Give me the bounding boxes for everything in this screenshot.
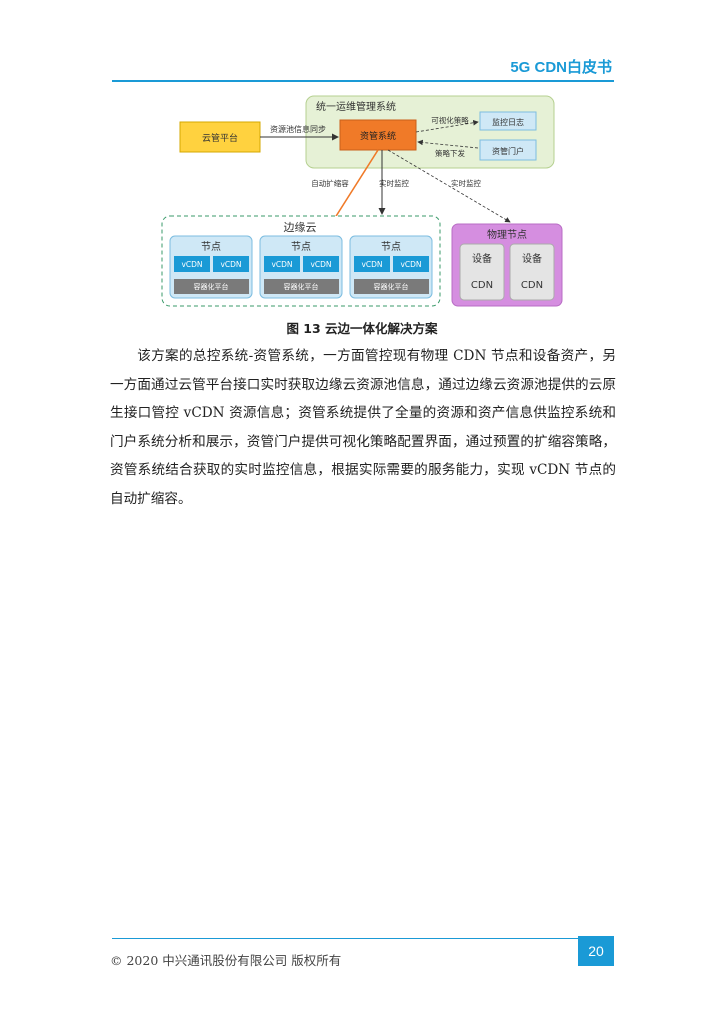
edge-node-2: 节点 vCDN vCDN 容器化平台 — [259, 235, 343, 299]
body-paragraph: 该方案的总控系统-资管系统，一方面管控现有物理 CDN 节点和设备资产，另一方面… — [110, 348, 616, 507]
ops-system-label: 统一运维管理系统 — [316, 100, 396, 113]
svg-text:节点: 节点 — [381, 241, 401, 253]
resource-sync-label: 资源池信息同步 — [270, 124, 326, 134]
svg-text:CDN: CDN — [521, 280, 543, 291]
svg-text:容器化平台: 容器化平台 — [194, 282, 229, 291]
header-divider — [112, 80, 614, 82]
svg-text:设备: 设备 — [522, 252, 542, 265]
cloud-platform-box — [179, 121, 261, 153]
edge-node-1: 节点 vCDN vCDN 容器化平台 — [169, 235, 253, 299]
edge-cloud-label: 边缘云 — [284, 221, 317, 234]
svg-text:容器化平台: 容器化平台 — [284, 282, 319, 291]
edge-node-3: 节点 vCDN vCDN 容器化平台 — [349, 235, 433, 299]
footer-copyright: © 2020 中兴通讯股份有限公司 版权所有 — [110, 953, 342, 968]
svg-text:设备: 设备 — [472, 252, 492, 265]
physical-node-box: 物理节点 设备 CDN 设备 CDN — [451, 223, 563, 307]
asset-portal-label: 资管门户 — [492, 146, 524, 156]
monitor-log-box — [479, 111, 537, 131]
asset-mgmt-label: 资管系统 — [360, 130, 396, 142]
svg-text:vCDN: vCDN — [181, 260, 202, 269]
cloud-platform-label: 云管平台 — [202, 132, 238, 144]
page-number: 20 — [578, 936, 614, 966]
svg-text:物理节点: 物理节点 — [487, 228, 527, 241]
svg-text:容器化平台: 容器化平台 — [374, 282, 409, 291]
svg-text:vCDN: vCDN — [220, 260, 241, 269]
architecture-figure: 统一运维管理系统 云管平台 资源池信息同步 资管系统 监控日志 资管门户 可视化… — [150, 90, 580, 320]
realtime-monitor-label-2: 实时监控 — [451, 178, 481, 188]
policy-issue-label: 策略下发 — [435, 148, 465, 158]
svg-text:vCDN: vCDN — [400, 260, 421, 269]
auto-scale-label: 自动扩缩容 — [311, 178, 349, 188]
svg-text:vCDN: vCDN — [310, 260, 331, 269]
svg-text:vCDN: vCDN — [271, 260, 292, 269]
asset-portal-box — [479, 139, 537, 161]
svg-text:CDN: CDN — [471, 280, 493, 291]
body-paragraph-container: 该方案的总控系统-资管系统，一方面管控现有物理 CDN 节点和设备资产，另一方面… — [110, 342, 616, 513]
realtime-monitor-label-1: 实时监控 — [379, 178, 409, 188]
visual-policy-label: 可视化策略 — [431, 115, 469, 125]
svg-text:vCDN: vCDN — [361, 260, 382, 269]
svg-text:节点: 节点 — [201, 241, 221, 253]
svg-text:节点: 节点 — [291, 241, 311, 253]
figure-caption: 图 13 云边一体化解决方案 — [286, 321, 438, 336]
monitor-log-label: 监控日志 — [492, 117, 524, 127]
header-title: 5G CDN白皮书 — [510, 59, 612, 76]
footer-divider — [112, 938, 614, 939]
